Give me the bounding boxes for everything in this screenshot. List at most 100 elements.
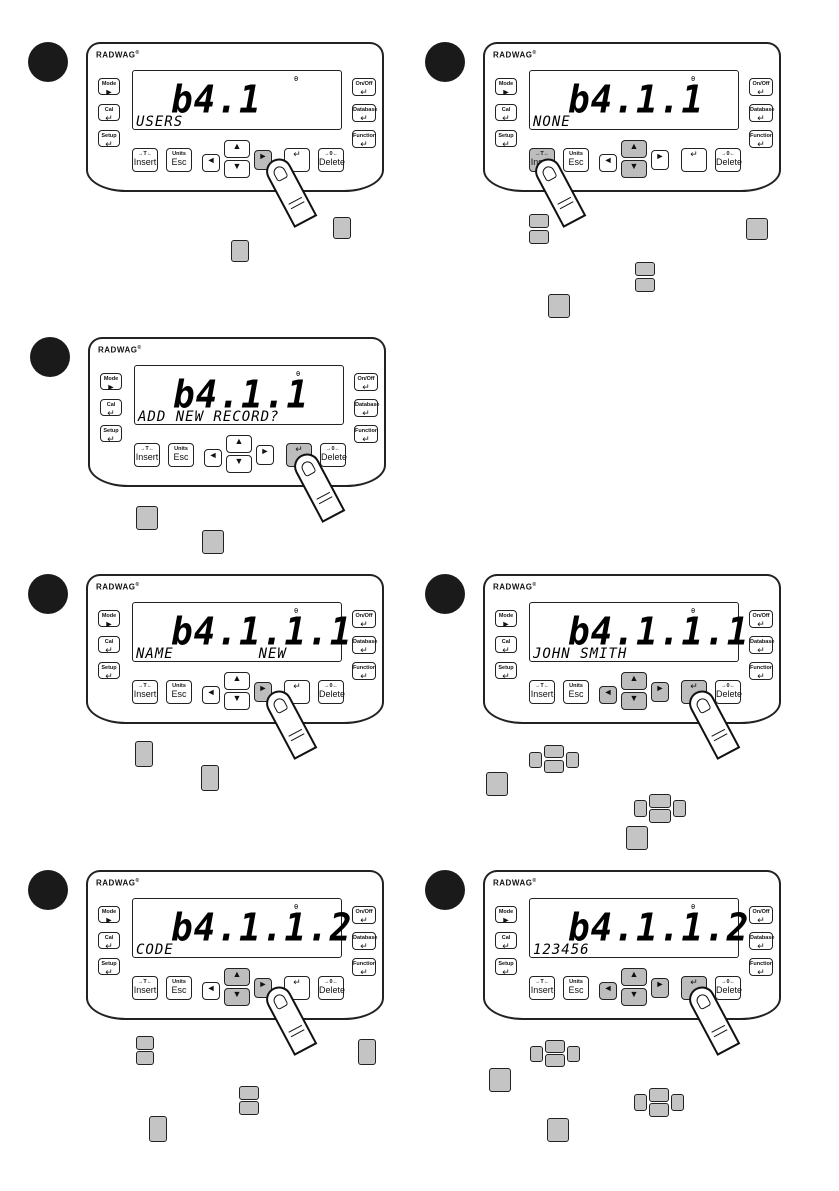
tare-key[interactable]: →T←Insert <box>132 976 158 1000</box>
database-key[interactable]: Database↵ <box>352 104 377 123</box>
cal-key[interactable]: Cal↵ <box>98 932 120 951</box>
on-off-key[interactable]: On/Off↵ <box>749 78 773 97</box>
cal-key[interactable]: Cal↵ <box>495 636 517 655</box>
mode-key[interactable]: Mode► <box>495 610 517 629</box>
setup-key[interactable]: Setup↵ <box>98 958 120 977</box>
left-key[interactable]: ◄ <box>202 154 220 172</box>
setup-key-label: Setup <box>101 665 117 671</box>
cal-key[interactable]: Cal↵ <box>495 104 517 123</box>
inline-up-key <box>239 1086 259 1100</box>
zero-key[interactable]: →0←Delete <box>715 976 742 1000</box>
mode-key[interactable]: Mode► <box>100 373 122 392</box>
up-key[interactable]: ▲ <box>226 435 252 453</box>
right-key[interactable]: ► <box>256 445 274 465</box>
function-key[interactable]: Function↵ <box>749 662 773 681</box>
cal-key[interactable]: Cal↵ <box>495 932 517 951</box>
up-key[interactable]: ▲ <box>621 140 647 158</box>
registered-mark: ® <box>137 345 142 351</box>
cal-key[interactable]: Cal↵ <box>98 636 120 655</box>
tare-key[interactable]: →T←Insert <box>134 443 160 467</box>
tare-key[interactable]: →T←Insert <box>529 976 555 1000</box>
down-key[interactable]: ▼ <box>224 988 250 1006</box>
zero-key[interactable]: →0←Delete <box>318 680 345 704</box>
mode-key[interactable]: Mode► <box>98 906 120 925</box>
left-key[interactable]: ◄ <box>599 686 617 704</box>
setup-key[interactable]: Setup↵ <box>98 130 120 149</box>
setup-key[interactable]: Setup↵ <box>495 130 517 149</box>
units-key-icon: Esc <box>568 985 584 995</box>
left-key[interactable]: ◄ <box>202 982 220 1000</box>
function-key[interactable]: Function↵ <box>352 662 376 681</box>
cal-key[interactable]: Cal↵ <box>100 399 122 418</box>
zero-key[interactable]: →0←Delete <box>715 680 742 704</box>
down-key[interactable]: ▼ <box>224 160 250 178</box>
inline-enter-key <box>136 506 158 530</box>
database-key[interactable]: Database↵ <box>749 636 774 655</box>
on-off-key[interactable]: On/Off↵ <box>352 610 376 629</box>
setup-key-label: Setup <box>101 961 117 967</box>
enter-key[interactable]: ↵ <box>681 148 707 172</box>
tare-key[interactable]: →T←Insert <box>529 680 555 704</box>
up-key[interactable]: ▲ <box>621 968 647 986</box>
menu-text: 123456 <box>533 942 590 958</box>
database-key[interactable]: Database↵ <box>352 636 377 655</box>
left-key[interactable]: ◄ <box>202 686 220 704</box>
right-key[interactable]: ► <box>651 150 669 170</box>
function-key[interactable]: Function↵ <box>354 425 378 444</box>
tare-key-label: →T← <box>534 979 550 985</box>
down-key[interactable]: ▼ <box>224 692 250 710</box>
down-key[interactable]: ▼ <box>226 455 252 473</box>
on-off-key[interactable]: On/Off↵ <box>352 906 376 925</box>
mode-key[interactable]: Mode► <box>495 906 517 925</box>
setup-key[interactable]: Setup↵ <box>98 662 120 681</box>
function-key[interactable]: Function↵ <box>352 958 376 977</box>
up-key[interactable]: ▲ <box>224 672 250 690</box>
down-key[interactable]: ▼ <box>621 692 647 710</box>
tare-key[interactable]: →T←Insert <box>132 148 158 172</box>
left-key[interactable]: ◄ <box>599 982 617 1000</box>
left-key[interactable]: ◄ <box>204 449 222 467</box>
on-off-key[interactable]: On/Off↵ <box>749 906 773 925</box>
database-key[interactable]: Database↵ <box>354 399 379 418</box>
step-badge <box>28 42 68 82</box>
function-key-label: Function <box>750 961 774 967</box>
mode-key[interactable]: Mode► <box>495 78 517 97</box>
database-key[interactable]: Database↵ <box>352 932 377 951</box>
on-off-key[interactable]: On/Off↵ <box>354 373 378 392</box>
setup-key[interactable]: Setup↵ <box>495 958 517 977</box>
function-key[interactable]: Function↵ <box>749 130 773 149</box>
cal-key[interactable]: Cal↵ <box>98 104 120 123</box>
tare-key[interactable]: →T←Insert <box>132 680 158 704</box>
zero-key[interactable]: →0←Delete <box>318 976 345 1000</box>
zero-key[interactable]: →0←Delete <box>320 443 347 467</box>
up-key[interactable]: ▲ <box>224 968 250 986</box>
on-off-key[interactable]: On/Off↵ <box>749 610 773 629</box>
up-key[interactable]: ▲ <box>224 140 250 158</box>
database-key[interactable]: Database↵ <box>749 104 774 123</box>
right-key[interactable]: ► <box>651 978 669 998</box>
up-key[interactable]: ▲ <box>621 672 647 690</box>
down-key[interactable]: ▼ <box>621 160 647 178</box>
database-key[interactable]: Database↵ <box>749 932 774 951</box>
on-off-key[interactable]: On/Off↵ <box>352 78 376 97</box>
zero-key[interactable]: →0←Delete <box>318 148 345 172</box>
down-key[interactable]: ▼ <box>621 988 647 1006</box>
function-key[interactable]: Function↵ <box>352 130 376 149</box>
zero-key-label: →0← <box>323 151 339 157</box>
right-key[interactable]: ► <box>651 682 669 702</box>
function-key[interactable]: Function↵ <box>749 958 774 977</box>
mode-key[interactable]: Mode► <box>98 78 120 97</box>
left-key-icon: ◄ <box>603 983 613 993</box>
setup-key[interactable]: Setup↵ <box>100 425 122 444</box>
setup-key[interactable]: Setup↵ <box>495 662 517 681</box>
zero-key[interactable]: →0←Delete <box>715 148 742 172</box>
mode-key[interactable]: Mode► <box>98 610 120 629</box>
left-key[interactable]: ◄ <box>599 154 617 172</box>
